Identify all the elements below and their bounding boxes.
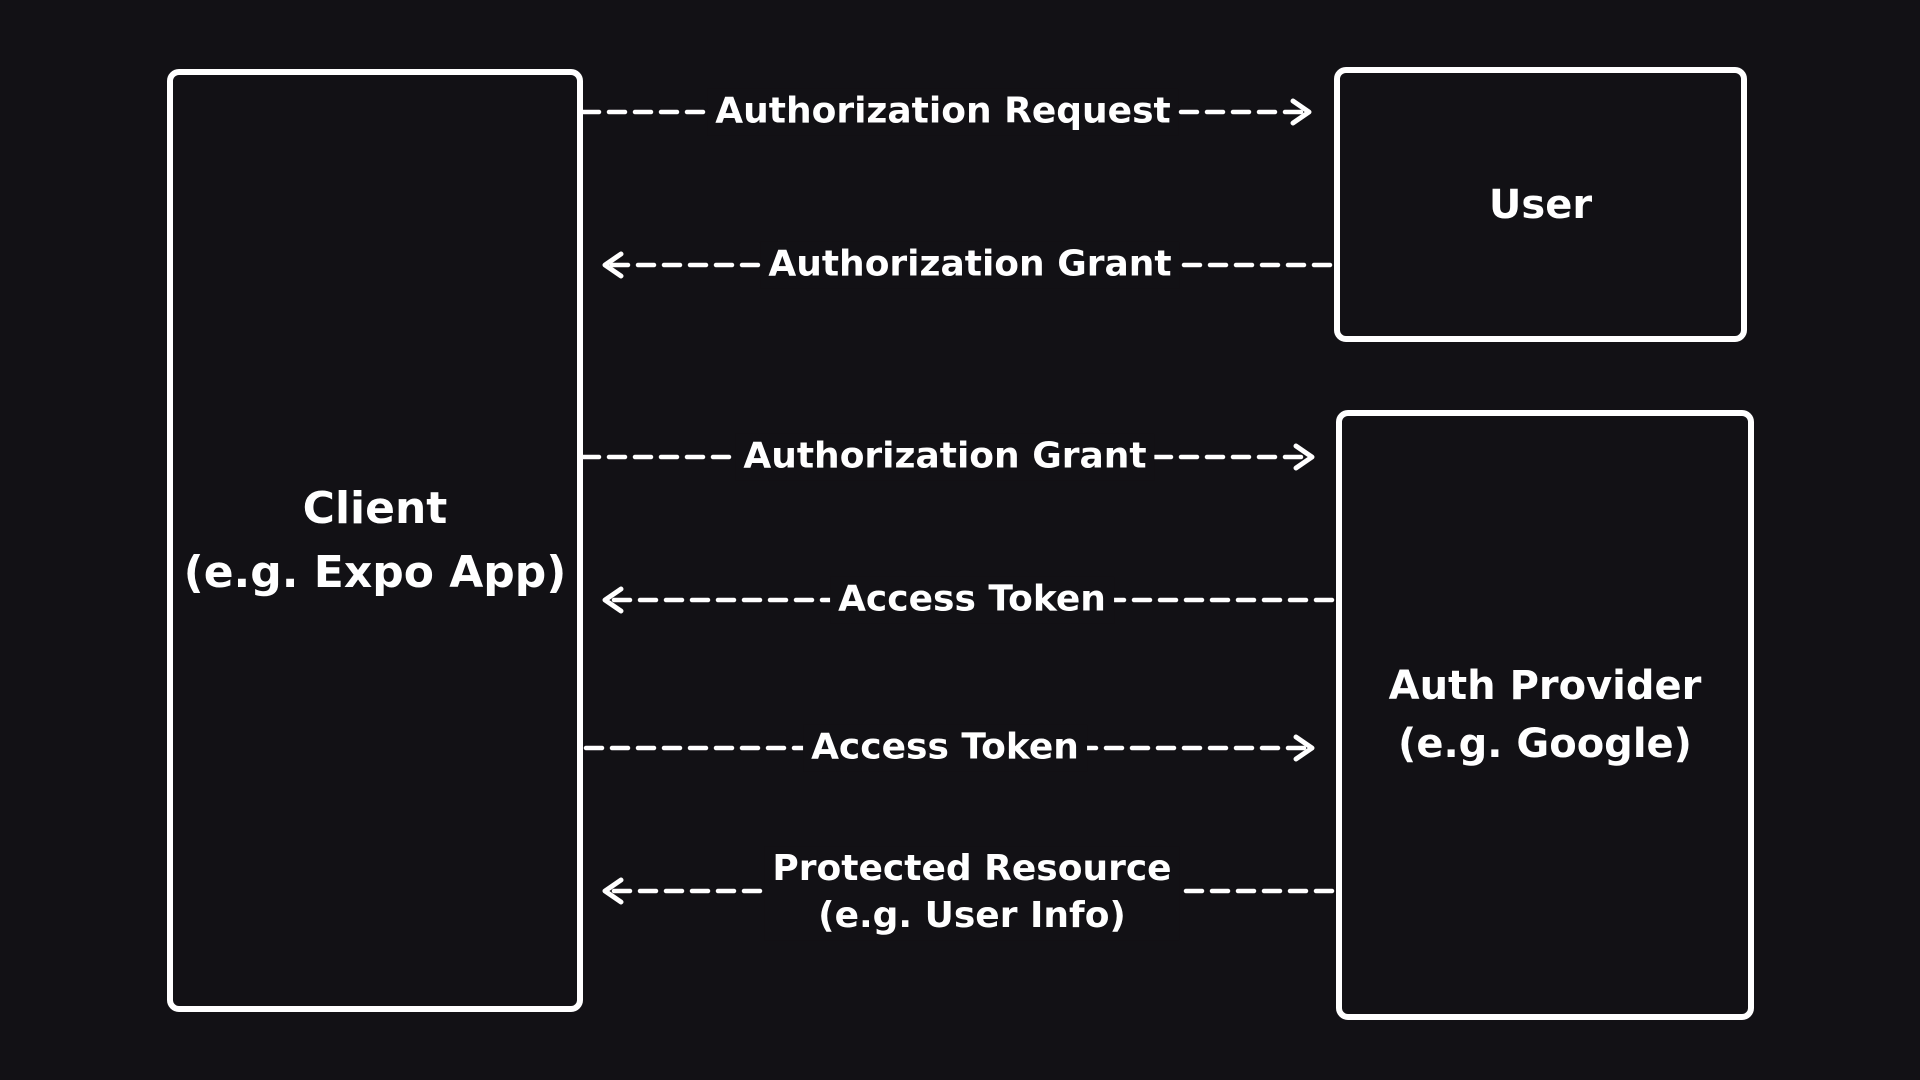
- user-node-title: User: [1488, 181, 1593, 228]
- edge-label-authorization-grant-to-client: Authorization Grant: [760, 241, 1180, 289]
- client-node-label: Client (e.g. Expo App): [184, 477, 567, 605]
- edge-label-protected-resource: Protected Resource (e.g. User Info): [764, 846, 1180, 940]
- auth-provider-node-title: Auth Provider: [1388, 663, 1702, 709]
- edge-label-access-token-to-provider: Access Token: [803, 724, 1087, 772]
- auth-provider-node-subtitle: (e.g. Google): [1398, 721, 1692, 767]
- arrowhead-left-icon: [602, 877, 624, 905]
- edge-label-authorization-grant-to-provider: Authorization Grant: [735, 433, 1155, 481]
- edge-label-protected-resource-subtitle: (e.g. User Info): [818, 895, 1126, 936]
- edge-authorization-request: [580, 98, 1312, 126]
- client-node-title: Client: [302, 482, 448, 534]
- client-node-subtitle: (e.g. Expo App): [183, 546, 567, 598]
- arrowhead-left-icon: [602, 251, 624, 279]
- edge-access-token-to-provider: [583, 734, 1315, 762]
- user-node: User: [1334, 67, 1747, 342]
- edge-label-authorization-request: Authorization Request: [707, 88, 1179, 136]
- edge-label-access-token-to-client: Access Token: [830, 576, 1114, 624]
- auth-provider-node-label: Auth Provider (e.g. Google): [1389, 657, 1702, 773]
- client-node: Client (e.g. Expo App): [167, 69, 583, 1012]
- arrowhead-left-icon: [602, 586, 624, 614]
- user-node-label: User: [1489, 176, 1592, 234]
- edge-authorization-grant-to-client: [602, 251, 1333, 279]
- auth-provider-node: Auth Provider (e.g. Google): [1336, 410, 1754, 1020]
- edge-label-protected-resource-title: Protected Resource: [772, 848, 1172, 890]
- arrowhead-right-icon: [1293, 443, 1315, 471]
- arrowhead-right-icon: [1290, 98, 1312, 126]
- arrowhead-right-icon: [1293, 734, 1315, 762]
